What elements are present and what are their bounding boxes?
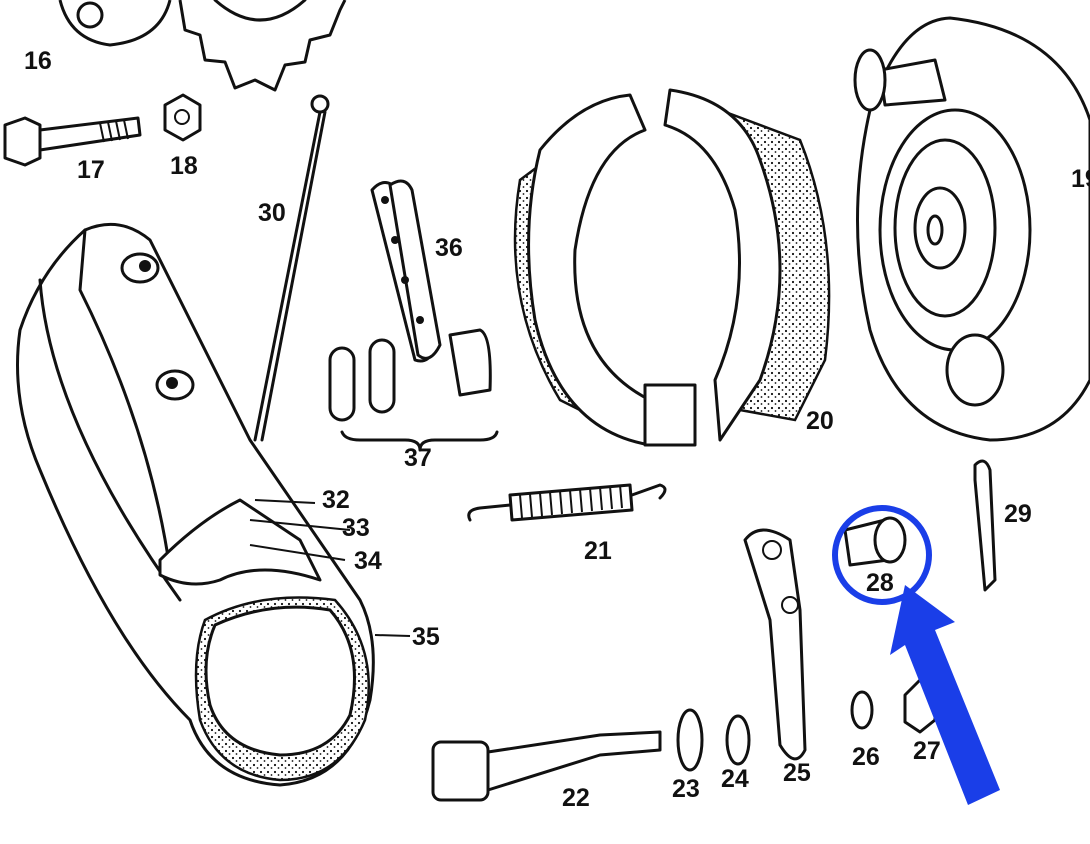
spring-part xyxy=(467,483,667,522)
part-label: 19 xyxy=(1071,165,1090,193)
brake-lever-part xyxy=(743,528,807,761)
highlight-arrow xyxy=(890,585,1000,805)
brake-plate-part xyxy=(853,16,1090,442)
part-label: 27 xyxy=(913,737,941,765)
part-label: 35 xyxy=(412,623,440,651)
leader-lines xyxy=(249,499,411,637)
part-label: 37 xyxy=(404,444,432,472)
shaft-part xyxy=(431,730,662,802)
sprocket-part xyxy=(178,0,347,92)
brake-shoe-part xyxy=(513,88,831,447)
part-label: 18 xyxy=(170,152,198,180)
part-label: 26 xyxy=(852,743,880,771)
part-label: 17 xyxy=(77,156,105,184)
sprocket-hub-part xyxy=(58,0,172,47)
part-label: 29 xyxy=(1004,500,1032,528)
part-label: 22 xyxy=(562,784,590,812)
nut-part xyxy=(163,93,202,142)
cotter-pin-part xyxy=(973,459,997,592)
washer-26-part xyxy=(850,690,874,730)
part-label: 36 xyxy=(435,234,463,262)
chain-part xyxy=(370,179,442,363)
part-label: 16 xyxy=(24,47,52,75)
bolt-part xyxy=(3,116,142,167)
part-label: 24 xyxy=(721,765,749,793)
part-label: 32 xyxy=(322,486,350,514)
chain-link-set-part xyxy=(328,328,499,452)
pin-part xyxy=(843,516,907,567)
part-label: 34 xyxy=(354,547,382,575)
part-label: 21 xyxy=(584,537,612,565)
part-label: 30 xyxy=(258,199,286,227)
part-label: 28 xyxy=(866,569,894,597)
cable-part xyxy=(253,94,330,442)
highlight-circle xyxy=(832,505,932,605)
washer-24-part xyxy=(725,714,751,766)
part-label: 20 xyxy=(806,407,834,435)
washer-23-part xyxy=(676,708,704,772)
part-label: 33 xyxy=(342,514,370,542)
part-label: 25 xyxy=(783,759,811,787)
part-label: 23 xyxy=(672,775,700,803)
chain-guard-part xyxy=(16,222,375,787)
